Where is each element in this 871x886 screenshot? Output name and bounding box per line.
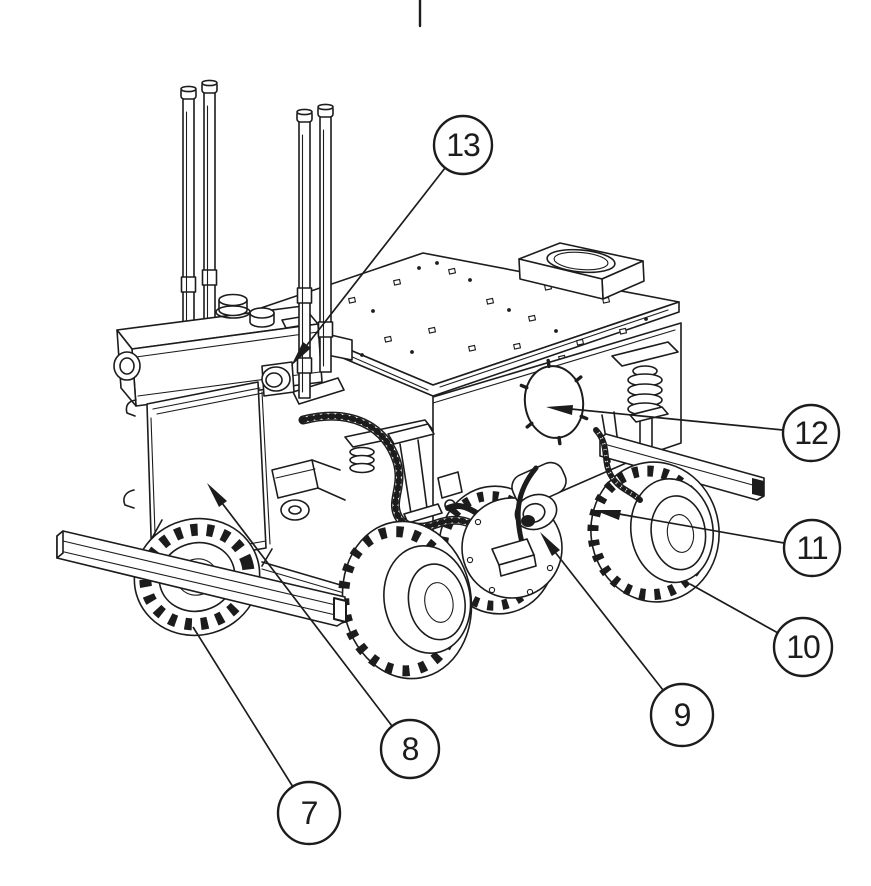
payload-recess: [518, 242, 645, 300]
front-bumper-bar: [56, 519, 347, 627]
callout-7: 7: [276, 780, 342, 846]
arrowhead-11: [594, 510, 621, 520]
callout-11: 11: [782, 518, 842, 578]
rear-bumper-bar: [599, 433, 765, 501]
rear-suspension: [601, 341, 679, 463]
arrowhead-9: [540, 532, 560, 556]
antenna-mast-front-right: [317, 103, 334, 373]
callout-8-label: 8: [402, 731, 419, 767]
callout-9-label: 9: [674, 697, 691, 733]
leader-7: [192, 626, 294, 788]
callout-9: 9: [649, 682, 715, 748]
side-access-port: [519, 358, 589, 446]
leader-8: [221, 502, 393, 727]
leader-11: [618, 513, 785, 544]
antenna-mast-rear-right: [201, 79, 218, 328]
rear-right-wheel: [587, 461, 720, 603]
arrowhead-13: [291, 342, 311, 366]
callout-8: 8: [379, 718, 441, 780]
callout-13-label: 13: [446, 127, 480, 163]
front-suspension: [344, 419, 443, 524]
callout-12-label: 12: [794, 415, 828, 451]
arrowhead-12: [546, 405, 573, 415]
callout-11-label: 11: [796, 530, 827, 566]
panel-hook-upper: [125, 399, 137, 417]
left-end-boss: [113, 351, 141, 381]
callout-10: 10: [772, 616, 834, 678]
leader-10: [689, 583, 779, 634]
callout-7-label: 7: [301, 795, 318, 831]
callout-leaders: [192, 167, 785, 788]
front-control-box: [113, 293, 353, 407]
drive-unit: [461, 461, 567, 599]
leader-13: [306, 167, 446, 346]
callout-12: 12: [781, 403, 841, 463]
under-body-assembly: [261, 459, 463, 594]
callout-13: 13: [432, 114, 494, 176]
callout-10-label: 10: [786, 629, 820, 665]
antenna-mast-rear-left: [180, 85, 197, 336]
arrowhead-8: [207, 483, 227, 507]
panel-hook-lower: [123, 489, 135, 509]
leader-9: [554, 551, 664, 691]
front-right-wheel: [338, 520, 473, 680]
leader-12: [570, 408, 784, 431]
corrugated-hoses: [298, 411, 643, 537]
front-wheel-hub: [407, 563, 466, 641]
